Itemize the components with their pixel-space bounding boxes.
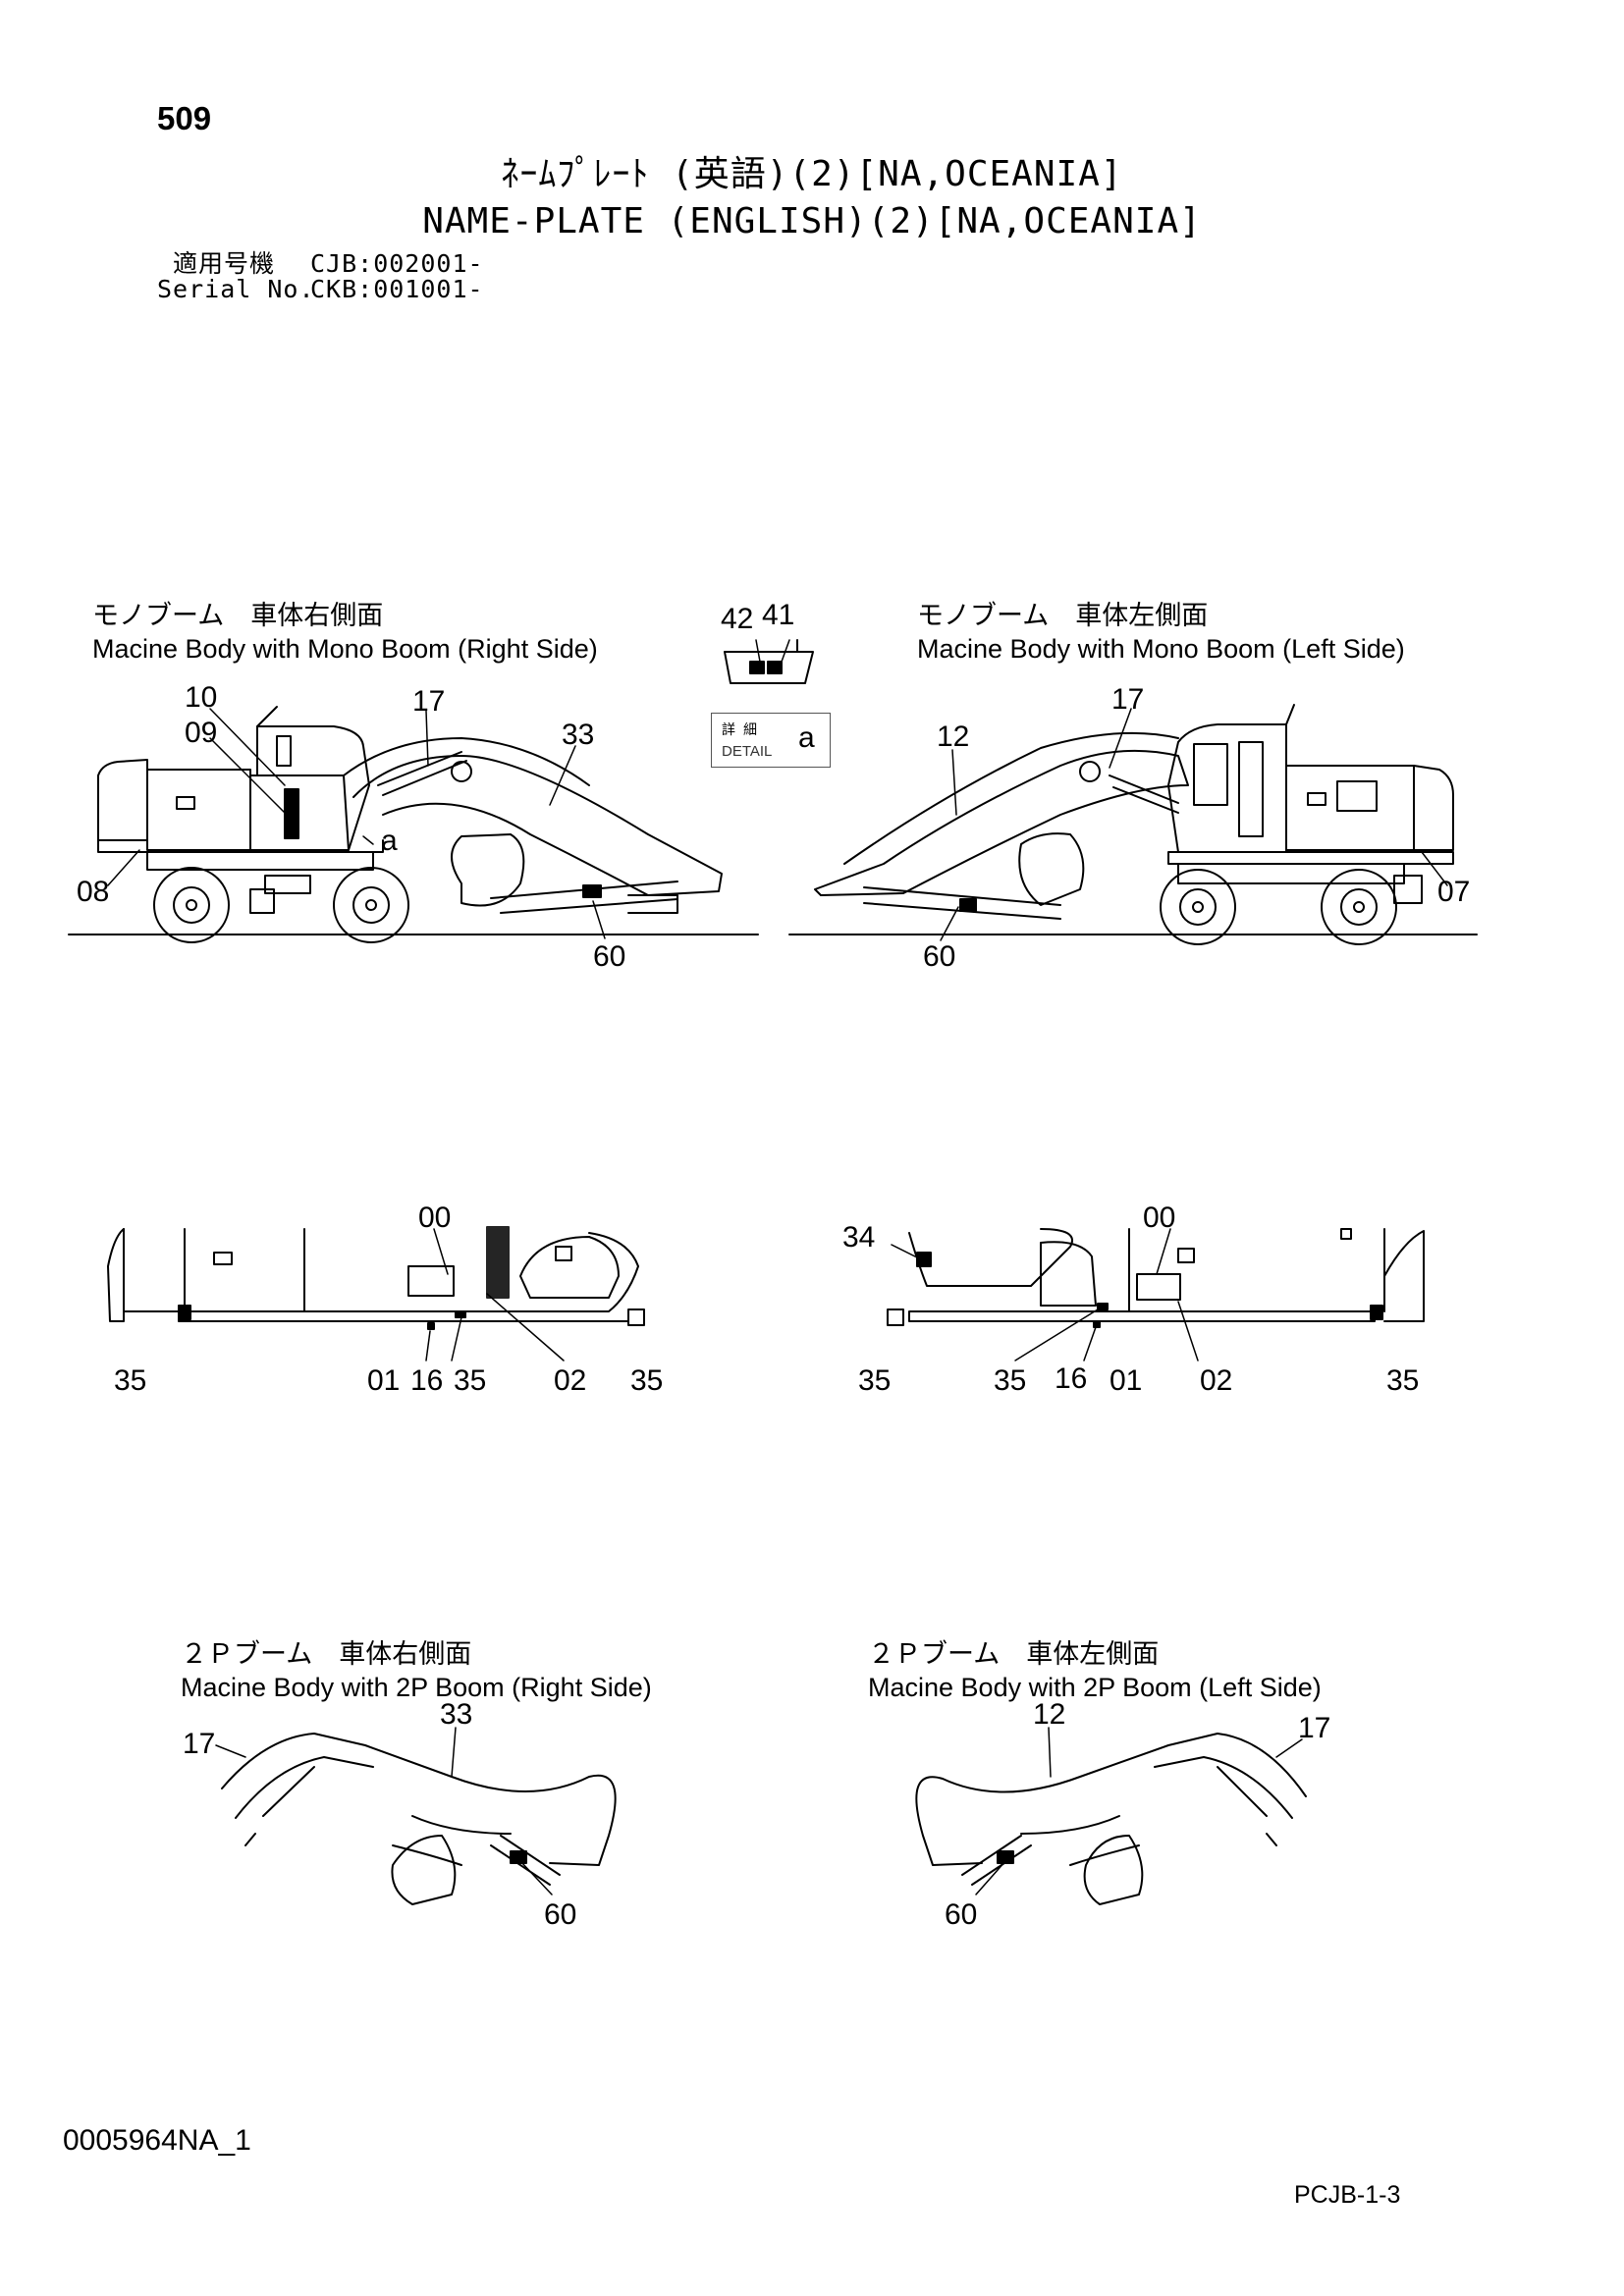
callout-60-2p-left: 60 [945, 1898, 977, 1931]
document-code: 0005964NA_1 [63, 2124, 251, 2157]
callout-35-right-c: 35 [630, 1364, 663, 1397]
callout-16-left: 16 [1055, 1362, 1087, 1395]
callout-35-left-a: 35 [858, 1364, 891, 1397]
callout-60-mono-left: 60 [923, 940, 955, 973]
caption-mono-left-en: Macine Body with Mono Boom (Left Side) [917, 634, 1405, 664]
callout-09: 09 [185, 717, 217, 749]
caption-2p-left-jp: ２Ｐブーム 車体左側面 [868, 1639, 1160, 1669]
callout-35-right-a: 35 [114, 1364, 146, 1397]
caption-mono-right-jp: モノブーム 車体右側面 [92, 601, 384, 630]
detail-label-jp: 詳細 [722, 722, 765, 738]
callout-17-2p-left: 17 [1298, 1712, 1330, 1744]
callout-01-left: 01 [1110, 1364, 1142, 1397]
callout-33: 33 [562, 719, 594, 751]
callout-60-2p-right: 60 [544, 1898, 576, 1931]
callout-60-mono-right: 60 [593, 940, 625, 973]
leader-lines [107, 639, 1448, 1896]
callout-34: 34 [842, 1221, 875, 1254]
serial-value-1: CJB:002001- [310, 249, 484, 278]
callout-10: 10 [185, 681, 217, 714]
callout-35-left-b: 35 [994, 1364, 1026, 1397]
body-detail-left [887, 1228, 1425, 1328]
callout-35-left-c: 35 [1386, 1364, 1419, 1397]
callout-00-right: 00 [418, 1201, 451, 1234]
boom-2p-right [221, 1733, 617, 1905]
boom-2p-left [915, 1733, 1307, 1905]
detail-box: 詳細 DETAIL a [711, 713, 831, 768]
caption-2p-right-en: Macine Body with 2P Boom (Right Side) [181, 1673, 652, 1702]
detail-label-en: DETAIL [722, 743, 773, 760]
callout-02-right: 02 [554, 1364, 586, 1397]
detail-label-stack [724, 639, 814, 684]
caption-mono-left-jp: モノブーム 車体左側面 [917, 601, 1209, 630]
caption-2p-right-jp: ２Ｐブーム 車体右側面 [181, 1639, 472, 1669]
callout-00-left: 00 [1143, 1201, 1175, 1234]
title-english: NAME-PLATE (ENGLISH)(2)[NA,OCEANIA] [422, 201, 1202, 241]
sheet-code: PCJB-1-3 [1294, 2181, 1401, 2209]
callout-33-2p: 33 [440, 1698, 472, 1731]
callout-41: 41 [762, 599, 794, 631]
callout-17: 17 [412, 685, 445, 718]
caption-2p-left-en: Macine Body with 2P Boom (Left Side) [868, 1673, 1322, 1702]
excavator-mono-right [68, 706, 759, 943]
callout-42: 42 [721, 603, 753, 635]
callout-08: 08 [77, 876, 109, 908]
callout-17-2p-right: 17 [183, 1728, 215, 1760]
callout-01-right: 01 [367, 1364, 400, 1397]
callout-17-left: 17 [1111, 683, 1144, 716]
callout-02-left: 02 [1200, 1364, 1232, 1397]
serial-value-2: CKB:001001- [310, 275, 484, 303]
callout-a: a [381, 825, 398, 857]
title-japanese: ﾈｰﾑﾌﾟﾚｰﾄ (英語)(2)[NA,OCEANIA] [501, 154, 1123, 194]
callout-35-right-b: 35 [454, 1364, 486, 1397]
serial-label-english: Serial No. [157, 275, 315, 303]
excavator-mono-left [788, 704, 1478, 945]
serial-label-japanese: 適用号機 [173, 249, 276, 278]
callout-12: 12 [937, 721, 969, 753]
caption-mono-right-en: Macine Body with Mono Boom (Right Side) [92, 634, 598, 664]
body-detail-right [107, 1226, 645, 1330]
page-number: 509 [157, 100, 212, 136]
callout-07: 07 [1437, 876, 1470, 908]
callout-12-2p: 12 [1033, 1698, 1065, 1731]
detail-letter: a [798, 721, 815, 754]
callout-16-right: 16 [410, 1364, 443, 1397]
